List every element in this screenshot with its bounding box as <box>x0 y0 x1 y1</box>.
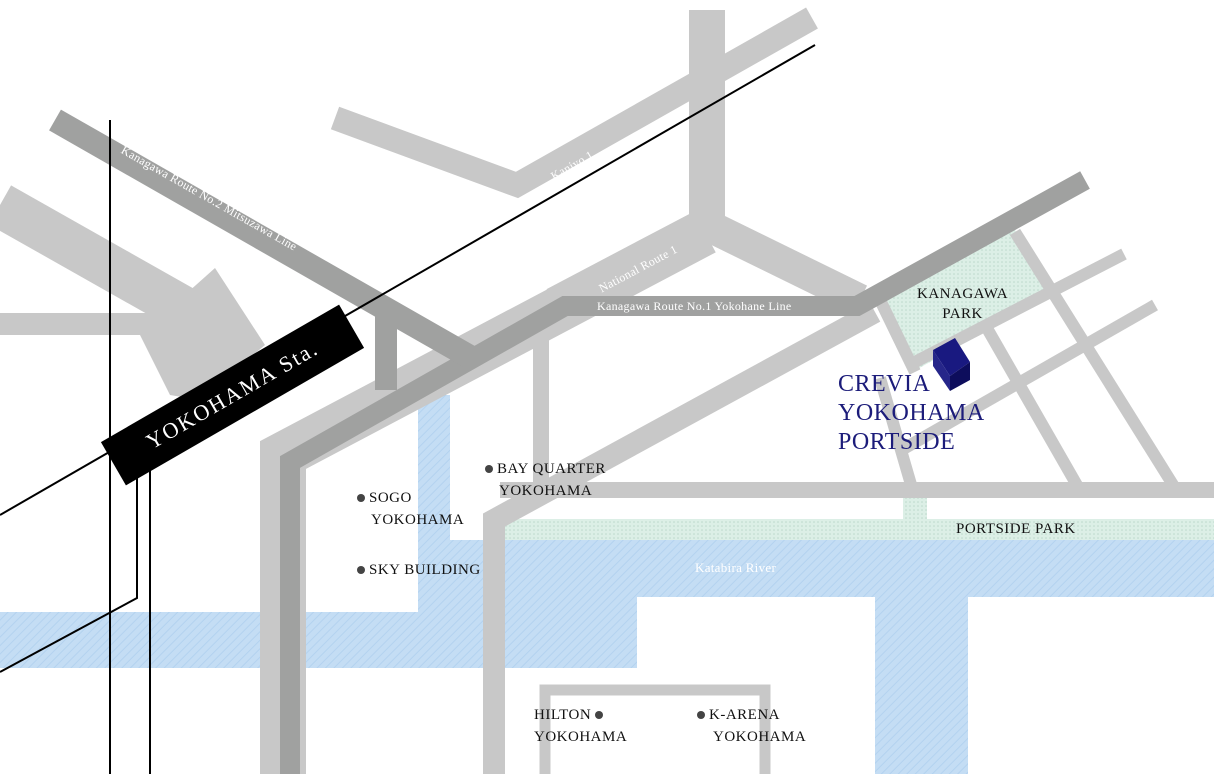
landmark-dot-icon <box>485 465 493 474</box>
portside-park-label: PORTSIDE PARK <box>956 521 1076 537</box>
property-line: CREVIA <box>838 371 931 397</box>
property-name: CREVIA YOKOHAMA PORTSIDE <box>838 370 985 457</box>
landmark-name: BAY QUARTER <box>497 461 606 477</box>
park-areas <box>500 230 1214 540</box>
landmark-sky-building: SKY BUILDING <box>357 559 481 581</box>
landmark-dot-icon <box>357 566 365 575</box>
highways <box>49 109 1090 774</box>
landmark-sogo: SOGO YOKOHAMA <box>357 487 464 531</box>
landmark-name: SKY BUILDING <box>369 562 481 578</box>
landmark-dot-icon <box>697 711 705 720</box>
river-label: Katabira River <box>695 560 777 575</box>
property-line: PORTSIDE <box>838 429 956 455</box>
landmark-name: YOKOHAMA <box>713 729 807 745</box>
landmark-name: K-ARENA <box>709 707 780 723</box>
landmark-name: SOGO <box>369 490 412 506</box>
landmark-dot-icon <box>357 494 365 503</box>
landmark-k-arena: K-ARENA YOKOHAMA <box>697 704 806 748</box>
katabira-river <box>0 395 1214 774</box>
landmark-hilton: HILTON YOKOHAMA <box>534 704 627 748</box>
kanagawa-park-label: KANAGAWA PARK <box>917 284 1008 324</box>
landmark-dot-icon <box>595 711 604 720</box>
landmark-bay-quarter: BAY QUARTER YOKOHAMA <box>485 458 606 502</box>
landmark-name: HILTON <box>534 707 592 723</box>
property-line: YOKOHAMA <box>838 400 985 426</box>
landmark-name: YOKOHAMA <box>499 483 593 499</box>
label-line: PARK <box>942 306 983 322</box>
crevia-building-icon <box>933 338 970 391</box>
landmark-name: YOKOHAMA <box>371 512 465 528</box>
label-line: KANAGAWA <box>917 286 1009 302</box>
landmark-name: YOKOHAMA <box>534 729 628 745</box>
road-label-route1: Kanagawa Route No.1 Yokohane Line <box>597 299 792 313</box>
